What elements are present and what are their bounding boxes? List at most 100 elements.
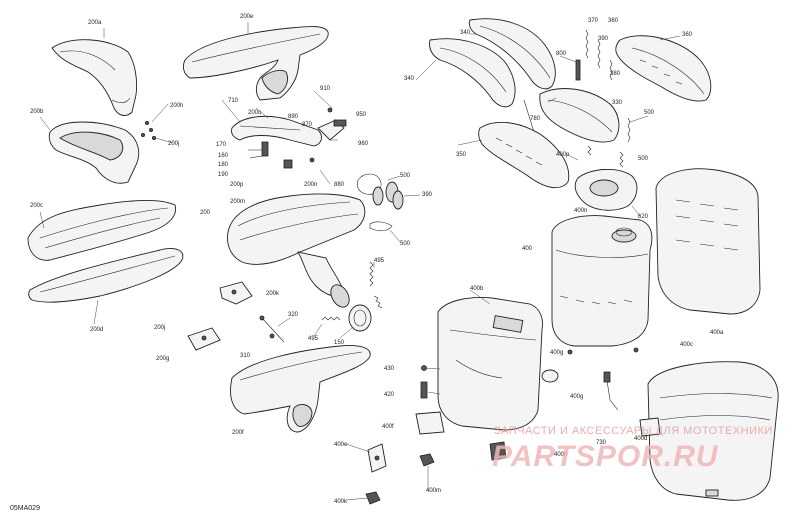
label-400: 400 (522, 246, 533, 252)
label-320: 320 (288, 312, 299, 318)
label-200c: 200c (30, 203, 43, 209)
label-200a: 200a (88, 20, 102, 26)
watermark: ЗАПЧАСТИ И АКСЕССУАРЫ ДЛЯ МОТОТЕХНИКИ PA… (492, 425, 773, 473)
label-400m: 400m (426, 488, 441, 494)
label-870: 870 (302, 122, 313, 128)
label-190: 190 (218, 172, 229, 178)
label-200d: 200d (90, 327, 103, 333)
label-400k: 400k (334, 499, 348, 505)
part-400b-shield (437, 297, 543, 431)
bracket-400g (541, 369, 559, 383)
label-500-right: 500 (644, 110, 655, 116)
label-420: 420 (384, 392, 395, 398)
label-390-right: 390 (598, 36, 609, 42)
clamp-group-upper (356, 173, 404, 232)
part-200e (182, 26, 329, 101)
watermark-caption: ЗАПЧАСТИ И АКСЕССУАРЫ ДЛЯ МОТОТЕХНИКИ (494, 425, 773, 437)
leader-lines (39, 22, 681, 501)
label-710: 710 (228, 98, 239, 104)
label-360-top: 360 (608, 18, 619, 24)
label-150: 150 (334, 340, 345, 346)
label-800: 800 (556, 51, 567, 57)
springs-370-380 (575, 29, 613, 81)
label-200m: 200m (230, 199, 245, 205)
label-200k: 200k (266, 291, 280, 297)
label-730: 730 (596, 440, 607, 446)
part-400a-shield (655, 168, 761, 315)
label-160: 160 (218, 153, 229, 159)
label-950: 950 (356, 112, 367, 118)
label-340-top: 340 (460, 30, 471, 36)
label-200j-lower: 200j (154, 325, 165, 331)
part-200d (28, 248, 184, 303)
label-330: 330 (612, 100, 623, 106)
label-500-right2: 500 (638, 156, 649, 162)
label-200b: 200b (30, 109, 44, 115)
label-400f: 400f (382, 424, 394, 430)
label-780: 780 (530, 116, 541, 122)
label-910: 910 (320, 86, 331, 92)
bracket-400h (489, 441, 507, 461)
fasteners-200h (140, 121, 156, 140)
label-310: 310 (240, 353, 251, 359)
label-400n: 400n (574, 208, 587, 214)
label-180: 180 (218, 162, 229, 168)
part-400c-shield (647, 361, 779, 501)
part-400-muffler (551, 215, 653, 347)
watermark-site: PARTSPOR.RU (492, 440, 719, 473)
label-430: 430 (384, 366, 395, 372)
label-400h: 400h (554, 452, 567, 458)
label-350: 350 (456, 152, 467, 158)
bracket-400e (367, 443, 387, 473)
label-340-left: 340 (404, 76, 415, 82)
label-170: 170 (216, 142, 227, 148)
label-960: 960 (358, 141, 369, 147)
label-200g: 200g (156, 356, 169, 362)
label-495b: 495 (308, 336, 319, 342)
spring-495-b (321, 295, 383, 321)
part-200c (27, 200, 177, 261)
label-400p: 400p (556, 152, 570, 158)
parts-720-730 (567, 347, 661, 437)
label-890: 890 (288, 114, 299, 120)
part-340-front (429, 38, 516, 108)
label-400g: 400g (570, 394, 583, 400)
bracket-400f (415, 411, 445, 435)
label-380: 380 (610, 71, 621, 77)
bracket-710 (231, 107, 347, 169)
label-400c: 400c (680, 342, 693, 348)
part-200a (51, 39, 138, 116)
label-880: 880 (334, 182, 345, 188)
label-400d: 400d (634, 436, 647, 442)
label-500a: 500 (400, 173, 411, 179)
part-330 (523, 88, 620, 143)
label-200h-m: 200h (170, 103, 183, 109)
part-350 (478, 121, 570, 189)
gasket-150 (348, 304, 372, 332)
spring-495-a (369, 261, 374, 287)
label-495a: 495 (374, 258, 385, 264)
label-200n: 200n (304, 182, 317, 188)
label-400a: 400a (710, 330, 724, 336)
bolt-310 (269, 333, 275, 339)
part-200b (48, 121, 140, 184)
label-390: 390 (422, 192, 433, 198)
label-400b: 400b (470, 286, 484, 292)
part-400n-elbow (574, 169, 638, 211)
label-200f: 200f (232, 430, 244, 436)
label-200p: 200p (230, 182, 244, 188)
bracket-200k (219, 281, 253, 305)
diagram-code: 05MA029 (10, 505, 40, 512)
part-200f (230, 345, 371, 433)
part-200-muffler (227, 193, 366, 308)
bolt-420 (420, 381, 428, 399)
label-370: 370 (588, 18, 599, 24)
bolt-320 (259, 315, 285, 343)
part-360 (615, 35, 712, 102)
label-200o: 200o (248, 110, 262, 116)
label-200e: 200e (240, 14, 254, 20)
label-400e: 400e (334, 442, 348, 448)
label-500b: 500 (400, 241, 411, 247)
